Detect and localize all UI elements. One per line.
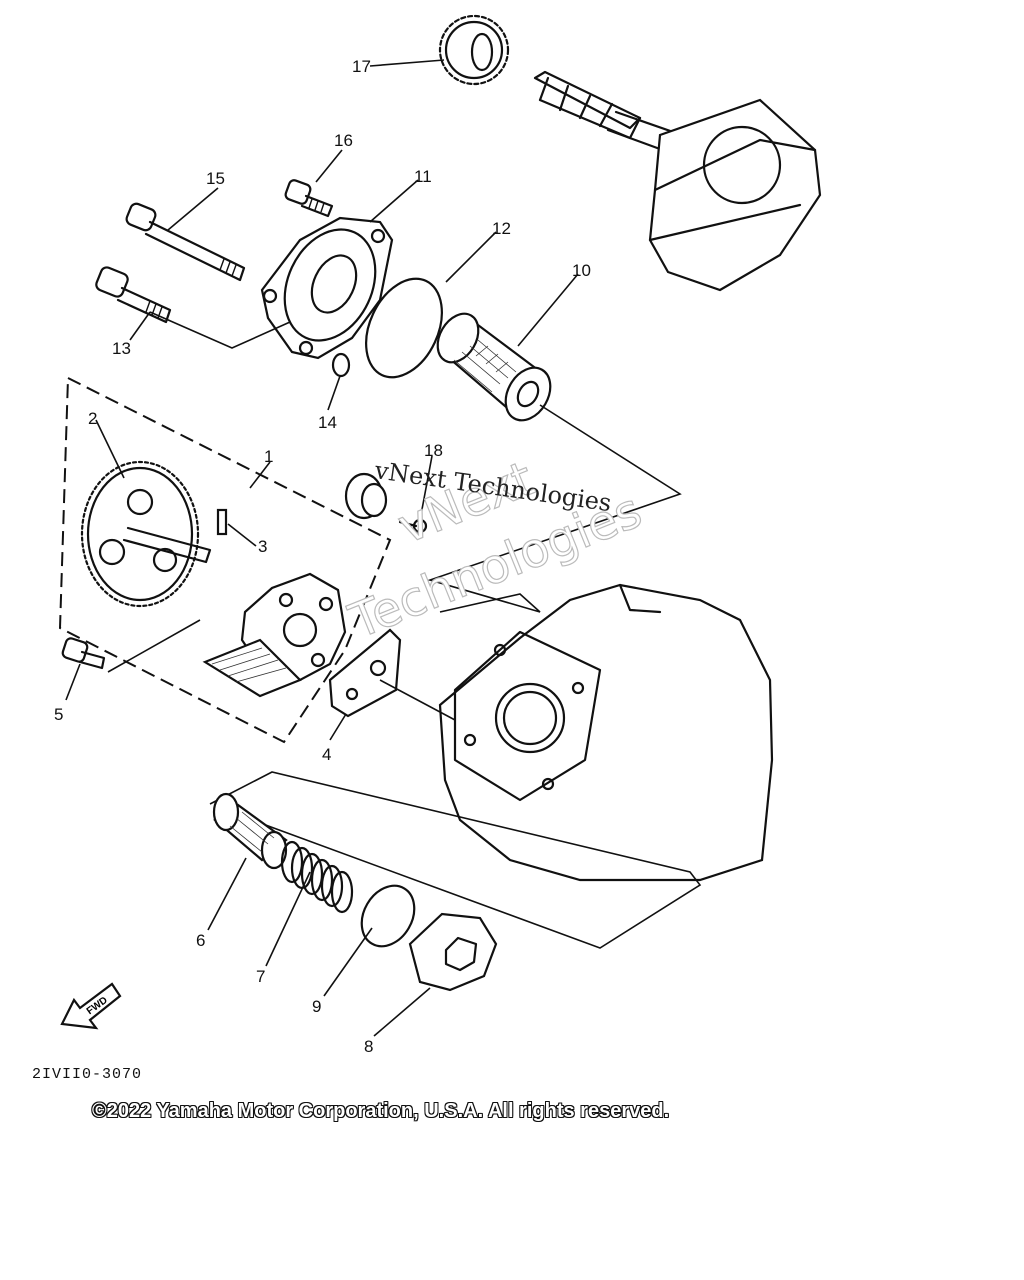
callout-14: 14: [318, 413, 337, 432]
callout-7: 7: [256, 967, 265, 986]
callout-18: 18: [424, 441, 443, 460]
callout-3: 3: [258, 537, 267, 556]
upper-connector-line: [427, 404, 682, 613]
callout-5: 5: [54, 705, 63, 724]
callout-labels: 17 16 15 11 12 10 13 14 2 1 18 3 5 4 6 7…: [54, 57, 591, 1056]
callout-9: 9: [312, 997, 321, 1016]
part-15-long-bolt: [125, 202, 246, 282]
part-17-sprocket: [438, 14, 510, 86]
part-9-o-ring: [360, 884, 416, 948]
copyright-notice: ©2022 Yamaha Motor Corporation, U.S.A. A…: [92, 1100, 670, 1122]
callout-13: 13: [112, 339, 131, 358]
part-11-filter-cover: [260, 216, 394, 360]
fwd-arrow-icon: FWD: [60, 982, 122, 1030]
part-14-small-o-ring: [331, 352, 351, 378]
callout-1: 1: [264, 447, 273, 466]
crankcase: [438, 583, 774, 882]
oil-pump-body: [202, 572, 347, 698]
part-16-bolt: [284, 179, 334, 218]
part-4-gasket: [328, 628, 402, 718]
part-3-pin: [216, 508, 228, 536]
callout-6: 6: [196, 931, 205, 950]
callout-4: 4: [322, 745, 331, 764]
callout-17: 17: [352, 57, 371, 76]
callout-12: 12: [492, 219, 511, 238]
part-18-strainer: [344, 472, 428, 534]
callout-11: 11: [414, 167, 432, 186]
part-10-oil-filter: [436, 312, 552, 422]
part-13-bolt: [95, 266, 172, 324]
lower-assembly-outline: [209, 771, 702, 949]
part-8-drain-plug: [408, 912, 498, 992]
callout-8: 8: [364, 1037, 373, 1056]
callout-10: 10: [572, 261, 591, 280]
part-12-o-ring: [365, 277, 443, 379]
part-2-drive-gear: [80, 460, 212, 608]
part-5-bolt: [61, 637, 106, 670]
diagram-code: 2IVII0-3070: [32, 1066, 143, 1083]
leader-lines: [65, 59, 579, 1037]
assembly-1-dashed-outline: [58, 376, 392, 744]
part-6-strainer-screen: [212, 792, 288, 870]
callout-2: 2: [88, 409, 97, 428]
crankshaft-assembly: [533, 70, 822, 292]
callout-16: 16: [334, 131, 353, 150]
callout-15: 15: [206, 169, 225, 188]
